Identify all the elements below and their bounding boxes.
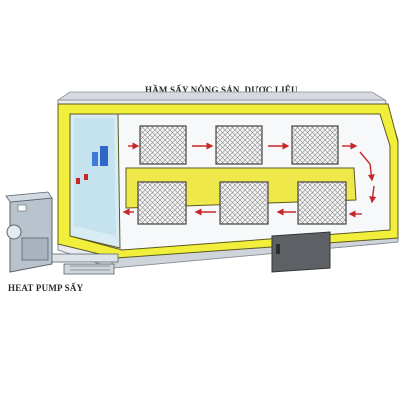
heat-pump-unit: [5, 191, 53, 273]
diagram-title: HẦM SẤY NÔNG SẢN, DƯỢC LIỆU: [145, 85, 298, 95]
rack-5: [219, 181, 269, 225]
chamber-door: [271, 231, 331, 273]
heat-pump-label: HEAT PUMP SẤY: [8, 283, 84, 293]
rack-2: [215, 125, 263, 165]
rack-4: [137, 181, 187, 225]
fan-unit: [92, 152, 98, 166]
evaporator-coil: [100, 146, 108, 166]
rack-1: [139, 125, 187, 165]
pipe-connection: [51, 253, 119, 275]
heat-pump-compartment: [69, 113, 121, 249]
rack-6: [297, 181, 347, 225]
fan-icon: [6, 224, 22, 240]
airflow-arrows: [122, 142, 377, 218]
rack-3: [291, 125, 339, 165]
